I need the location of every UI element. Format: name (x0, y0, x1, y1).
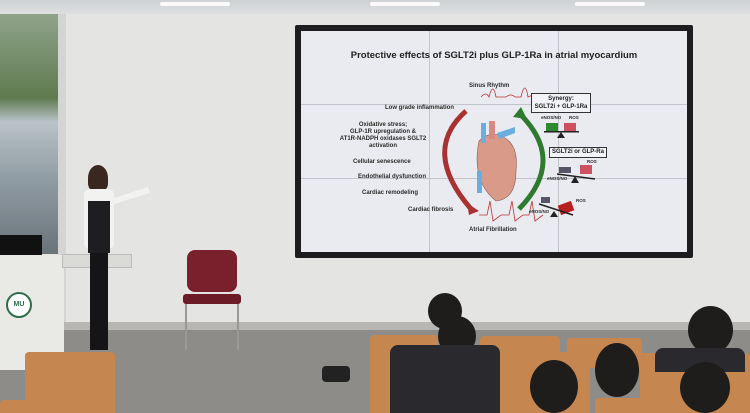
af-ecg (479, 200, 544, 222)
red-arrow (442, 109, 473, 211)
left-item: AT1R-NADPH oxidases SGLT2 (339, 136, 427, 142)
left-item: Cellular senescence (353, 159, 411, 165)
balance-single (556, 165, 596, 183)
slide: Protective effects of SGLT2i plus GLP-1R… (301, 31, 687, 252)
label-atrial-fibrillation: Atrial Fibrillation (469, 227, 517, 233)
monitor (0, 235, 42, 255)
synergy-drugs: SGLT2i + GLP-1Ra (534, 104, 588, 110)
left-item: Cardiac remodeling (362, 190, 419, 196)
enos-label: eNOS/NO (547, 176, 568, 181)
synergy-box: Synergy: SGLT2i + GLP-1Ra (531, 93, 591, 113)
heart-illustration (476, 121, 517, 202)
chair (183, 250, 241, 350)
ceiling (0, 0, 750, 14)
left-item: Low grade inflammation (384, 105, 454, 111)
left-item: Oxidative stress; (358, 122, 408, 128)
enos-label: eNOS/NO (529, 209, 550, 214)
sinus-ecg (480, 87, 542, 99)
left-item: activation (368, 143, 397, 149)
wall-column (58, 14, 66, 334)
balance-synergy (544, 123, 579, 138)
balance-imbalanced (538, 197, 575, 217)
presenter (80, 165, 150, 350)
ros-label: ROS (576, 198, 586, 203)
university-logo: MU (6, 292, 32, 318)
ros-label: ROS (587, 159, 597, 164)
left-item: GLP-1R upregulation & (350, 129, 416, 135)
green-arrow (517, 113, 546, 211)
enos-label: eNOS/NO (541, 115, 562, 120)
slide-title: Protective effects of SGLT2i plus GLP-1R… (350, 50, 638, 61)
slide-diagram (442, 87, 596, 222)
synergy-label: Synergy: (548, 96, 574, 102)
window (0, 14, 58, 254)
label-sinus-rhythm: Sinus Rhythm (469, 83, 510, 89)
ros-label: ROS (569, 115, 579, 120)
left-item: Endothelial dysfunction (358, 174, 427, 180)
single-drug-box: SGLT2i or GLP-Ra (549, 147, 607, 158)
left-item: Cardiac fibrosis (408, 207, 454, 213)
